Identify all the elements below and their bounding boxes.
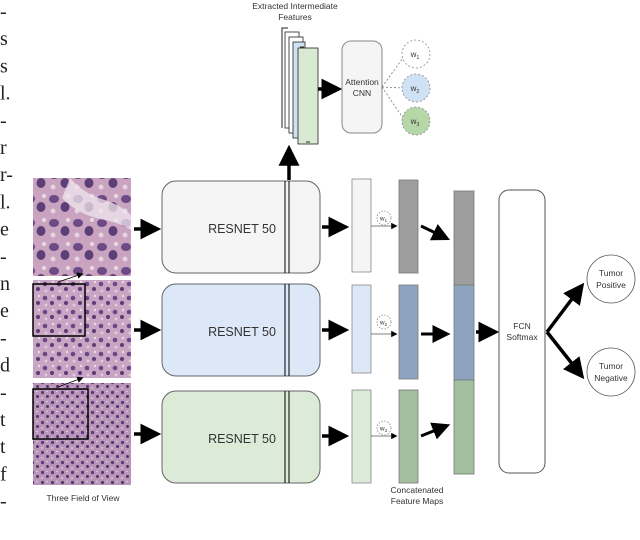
svg-text:w1: w1 — [410, 50, 420, 61]
margin-text-line: - — [0, 110, 7, 132]
concatenated-label-line1: Concatenated — [391, 485, 444, 495]
margin-text-line: s — [0, 55, 8, 77]
margin-text-line: d — [0, 355, 10, 377]
margin-text-line: l. — [0, 191, 11, 213]
margin-text-line: - — [0, 327, 7, 349]
margin-text-line: n — [0, 273, 10, 295]
fcn-label-line1: FCN — [513, 321, 530, 331]
resnet-block-3: RESNET 50 — [161, 390, 321, 484]
resnet-label-1: RESNET 50 — [208, 222, 276, 236]
svg-text:w3: w3 — [410, 117, 420, 128]
top-weight-3: w3 — [401, 106, 431, 136]
margin-text-line: - — [0, 382, 7, 404]
svg-text:Tumor: Tumor — [599, 268, 623, 278]
weighted-bar-3 — [398, 389, 419, 484]
feature-bar-1 — [351, 178, 372, 273]
resnet-label-2: RESNET 50 — [208, 325, 276, 339]
arrow-weighted1-to-concat — [420, 224, 451, 241]
arrow-fcn-to-negative — [545, 330, 585, 380]
concatenated-feature-map — [453, 190, 475, 475]
svg-text:w1: w1 — [379, 216, 388, 224]
tissue-image-3 — [32, 383, 131, 485]
fcn-softmax-box — [498, 189, 546, 474]
mid-weight-2: w2 — [376, 314, 392, 330]
field-of-view-label: Three Field of View — [46, 493, 120, 503]
attention-label-line2: CNN — [353, 88, 371, 98]
margin-text-column: -ssl.-rr-l.e-ne-d-ttf- — [0, 1, 13, 513]
resnet-block-2: RESNET 50 — [161, 283, 321, 377]
output-tumor-negative: Tumor Negative — [586, 347, 636, 397]
fcn-label-line2: Softmax — [506, 332, 538, 342]
tissue-image-1 — [33, 178, 131, 276]
weighted-bar-1 — [398, 179, 419, 274]
margin-text-line: e — [0, 219, 9, 241]
margin-text-line: t — [0, 409, 6, 431]
svg-text:w2: w2 — [379, 320, 388, 328]
extracted-features-label-line1: Extracted Intermediate — [252, 1, 338, 11]
mid-weight-3: w3 — [376, 420, 392, 436]
svg-text:w2: w2 — [410, 84, 420, 95]
zoom-box-2 — [32, 283, 86, 337]
zoom-pointer-2 — [57, 376, 84, 388]
margin-text-line: - — [0, 246, 7, 268]
zoom-pointer-1 — [57, 272, 84, 283]
concatenated-label-line2: Feature Maps — [391, 496, 443, 506]
svg-text:w3: w3 — [379, 426, 388, 434]
resnet-block-1: RESNET 50 — [161, 180, 321, 274]
arrow-fcn-to-positive — [545, 282, 585, 334]
margin-text-line: l. — [0, 83, 11, 105]
margin-text-line: r- — [0, 164, 13, 186]
svg-text:Tumor: Tumor — [599, 361, 623, 371]
svg-text:Negative: Negative — [594, 373, 628, 383]
top-weight-1: w1 — [401, 39, 431, 69]
attention-cnn-box — [341, 40, 383, 134]
svg-text:Positive: Positive — [596, 280, 626, 290]
output-tumor-positive: Tumor Positive — [586, 254, 636, 304]
margin-text-line: f — [0, 463, 7, 485]
weighted-bar-2 — [398, 284, 419, 380]
resnet-label-3: RESNET 50 — [208, 432, 276, 446]
attention-weight-fan — [381, 57, 404, 119]
feature-bar-3 — [351, 389, 372, 484]
margin-text-line: t — [0, 436, 6, 458]
tissue-image-2 — [32, 280, 131, 378]
margin-text-line: s — [0, 28, 8, 50]
zoom-box-3 — [32, 388, 89, 440]
top-weight-2: w2 — [401, 73, 431, 103]
attention-label-line1: Attention — [345, 77, 379, 87]
mid-weight-1: w1 — [376, 210, 392, 226]
margin-text-line: r — [0, 137, 7, 159]
margin-text-line: e — [0, 300, 9, 322]
extracted-features-label-line2: Features — [278, 12, 312, 22]
margin-text-line: - — [0, 1, 7, 23]
feature-stack — [281, 27, 319, 145]
feature-bar-2 — [351, 284, 372, 374]
margin-text-line: - — [0, 491, 7, 513]
arrow-weighted3-to-concat — [420, 422, 451, 440]
